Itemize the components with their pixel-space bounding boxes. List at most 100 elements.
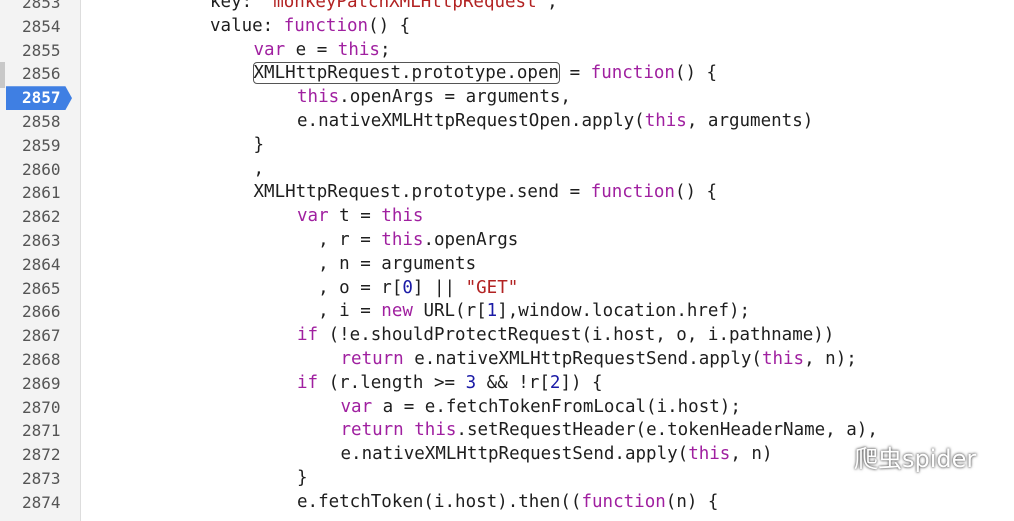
keyword-token: function	[590, 63, 675, 84]
code-token: , o = r[	[297, 277, 403, 298]
line-number[interactable]: 2864	[22, 254, 61, 274]
code-token: , n)	[730, 444, 773, 465]
code-line[interactable]: 2870 var a = e.fetchTokenFromLocal(i.host…	[0, 396, 1014, 420]
line-number[interactable]: 2860	[22, 159, 61, 179]
line-number[interactable]: 2865	[22, 278, 61, 298]
code-token: (r.length >=	[318, 372, 466, 393]
code-text: if (r.length >= 3 && !r[2]) {	[297, 372, 603, 396]
wechat-icon	[808, 442, 847, 469]
line-number[interactable]: 2853	[22, 0, 61, 12]
code-token: e.nativeXMLHttpRequestSend.apply(	[340, 444, 689, 465]
breakpoint-line-number[interactable]: 2857	[6, 86, 72, 110]
line-number[interactable]: 2874	[22, 492, 61, 512]
code-token: URL(r[	[412, 301, 487, 322]
number-token: 3	[465, 372, 477, 393]
code-token: ;	[379, 39, 391, 60]
code-token: .openArgs	[423, 230, 519, 250]
code-text: , o = r[0] || "GET"	[297, 277, 518, 301]
code-token: XMLHttpRequest.prototype.send =	[253, 182, 591, 203]
number-token: 1	[486, 301, 498, 322]
code-token: key:	[210, 0, 263, 12]
line-number[interactable]: 2868	[22, 350, 61, 369]
number-token: 0	[402, 277, 413, 298]
code-token: e.nativeXMLHttpRequestOpen.apply(	[297, 111, 645, 131]
number-token: 2	[549, 372, 561, 393]
line-number[interactable]: 2873	[22, 469, 61, 488]
code-text: , r = this.openArgs	[297, 229, 518, 253]
code-token: t =	[328, 206, 382, 227]
code-text: e.nativeXMLHttpRequestOpen.apply(this, a…	[297, 110, 813, 134]
code-text: e.fetchToken(i.host).then((function(n) {	[297, 491, 718, 515]
code-text: e.nativeXMLHttpRequestSend.apply(this, n…	[341, 443, 773, 467]
code-line[interactable]: 2853 key: "monkeyPatchXMLHttpRequest",	[0, 0, 1014, 15]
code-token: value:	[210, 15, 284, 36]
keyword-token: if	[297, 325, 319, 346]
code-line[interactable]: 2863 , r = this.openArgs	[0, 229, 1014, 253]
line-number[interactable]: 2872	[22, 445, 61, 465]
code-token: a = e.fetchTokenFromLocal(i.host);	[372, 396, 741, 417]
code-line[interactable]: 2873}	[0, 467, 1014, 491]
line-number[interactable]: 2866	[22, 302, 61, 322]
code-token: () {	[368, 15, 411, 36]
code-token: (!e.shouldProtectRequest(i.host, o, i.pa…	[318, 325, 835, 346]
code-token: }	[297, 468, 308, 488]
code-line[interactable]: 2872 e.nativeXMLHttpRequestSend.apply(thi…	[0, 443, 1014, 467]
code-token	[404, 420, 415, 440]
code-token: , r =	[297, 230, 382, 250]
keyword-token: var	[253, 39, 286, 60]
code-text: var e = this;	[254, 39, 391, 63]
code-line[interactable]: 2854 value: function() {	[0, 15, 1014, 39]
gutter-scroll-marker	[0, 62, 5, 88]
code-text: , n = arguments	[297, 253, 476, 277]
keyword-token: this	[297, 87, 340, 108]
code-line[interactable]: 2864 , n = arguments	[0, 253, 1014, 277]
line-number[interactable]: 2859	[22, 135, 61, 155]
code-token: ,	[547, 0, 558, 12]
code-line[interactable]: 2867 if (!e.shouldProtectRequest(i.host, …	[0, 324, 1014, 348]
code-line[interactable]: 2874 e.fetchToken(i.host).then((function(…	[0, 491, 1014, 515]
keyword-token: return	[340, 349, 404, 369]
code-line[interactable]: 2859}	[0, 134, 1014, 158]
string-token: "GET"	[465, 277, 519, 298]
line-number[interactable]: 2858	[22, 112, 61, 131]
code-line[interactable]: 2866 , i = new URL(r[1],window.location.…	[0, 300, 1014, 324]
code-token: , n = arguments	[297, 253, 477, 274]
code-text: value: function() {	[210, 15, 410, 39]
watermark-text: 爬虫spider	[854, 444, 977, 473]
code-token: ],window.location.href);	[497, 301, 751, 322]
code-line[interactable]: 2861 XMLHttpRequest.prototype.send = func…	[0, 181, 1014, 205]
line-number[interactable]: 2871	[22, 421, 61, 441]
code-text: var t = this	[297, 205, 423, 229]
code-token: && !r[	[476, 372, 550, 393]
line-number[interactable]: 2863	[22, 231, 61, 250]
code-line[interactable]: 2857 this.openArgs = arguments,	[0, 86, 1014, 110]
code-line[interactable]: 2858 e.nativeXMLHttpRequestOpen.apply(thi…	[0, 110, 1014, 134]
code-line[interactable]: 2865 , o = r[0] || "GET"	[0, 277, 1014, 301]
code-token: , n);	[804, 349, 857, 369]
line-number[interactable]: 2861	[22, 183, 61, 203]
code-line[interactable]: 2860,	[0, 158, 1014, 182]
code-text: this.openArgs = arguments,	[297, 86, 571, 110]
line-number[interactable]: 2870	[22, 397, 61, 417]
keyword-token: this	[381, 206, 424, 227]
line-number[interactable]: 2855	[22, 40, 61, 60]
line-number[interactable]: 2862	[22, 207, 61, 227]
code-token: , i =	[297, 301, 382, 322]
code-text: XMLHttpRequest.prototype.send = function…	[254, 181, 718, 205]
keyword-token: return	[340, 420, 404, 441]
line-number[interactable]: 2867	[22, 326, 61, 346]
line-number[interactable]: 2869	[22, 373, 61, 393]
code-line[interactable]: 2862 var t = this	[0, 205, 1014, 229]
line-number[interactable]: 2856	[22, 64, 61, 84]
code-line[interactable]: 2855 var e = this;	[0, 39, 1014, 63]
keyword-token: this	[688, 444, 731, 465]
code-text: var a = e.fetchTokenFromLocal(i.host);	[341, 396, 741, 420]
string-token: "monkeyPatchXMLHttpRequest"	[262, 0, 548, 12]
highlighted-token: XMLHttpRequest.prototype.open	[252, 62, 561, 85]
code-line[interactable]: 2869 if (r.length >= 3 && !r[2]) {	[0, 372, 1014, 396]
code-token: () {	[674, 63, 718, 84]
line-number[interactable]: 2854	[22, 16, 61, 36]
